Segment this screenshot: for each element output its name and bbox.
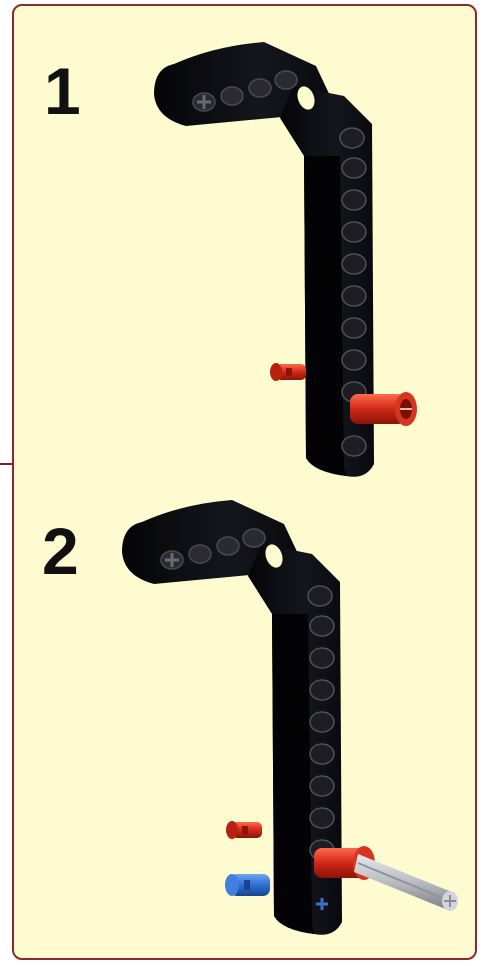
bent-liftarm-icon [122, 500, 342, 935]
instruction-panel: 1 [12, 4, 477, 960]
bent-liftarm-icon [154, 42, 374, 477]
step-2-number: 2 [42, 518, 79, 584]
step-1-illustration [14, 6, 477, 960]
bush-icon [350, 392, 417, 426]
friction-pin-icon [226, 821, 262, 839]
axle-icon [354, 854, 458, 911]
blue-pin-icon [225, 874, 270, 896]
friction-pin-icon [270, 363, 306, 381]
